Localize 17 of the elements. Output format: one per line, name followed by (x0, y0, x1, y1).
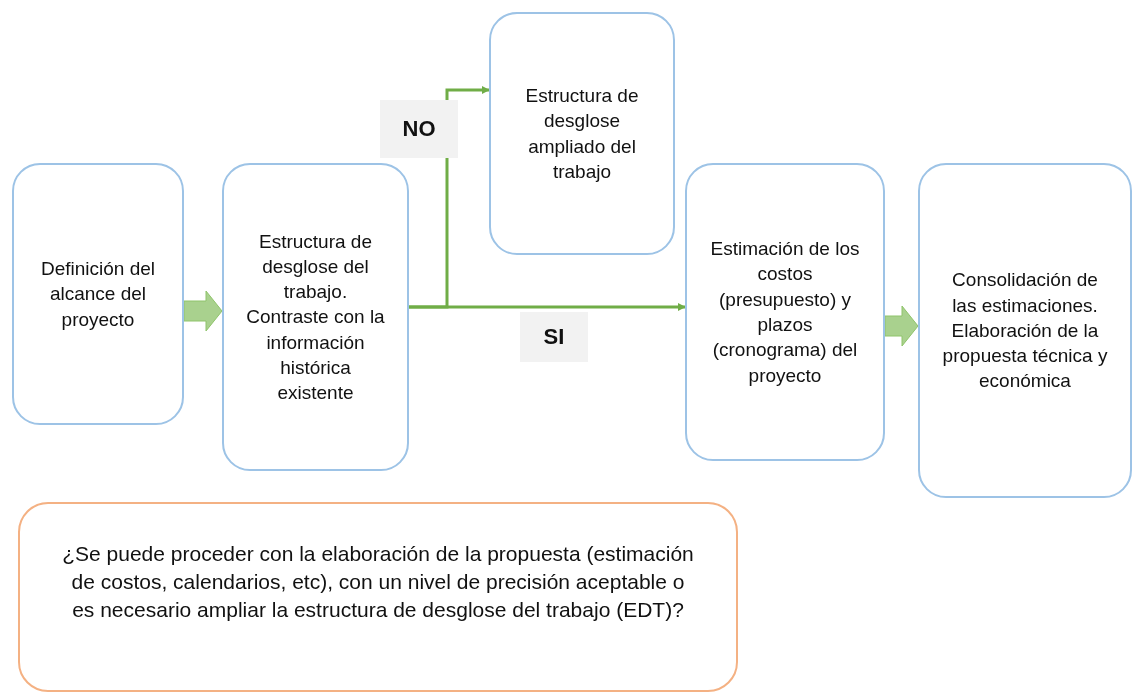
block-arrow (183, 290, 223, 332)
node-text: Estructura de desglose ampliado del trabajo (525, 83, 639, 184)
edge-label: SI (520, 312, 588, 362)
process-box (222, 163, 409, 471)
block-arrow (884, 305, 919, 347)
node-text: Definición del alcance del proyecto (39, 257, 157, 332)
arrow (409, 303, 686, 311)
node-text: Consolidación de las estimaciones. Elaboración de la propuesta técnica y económica (941, 268, 1109, 394)
node-text: Estimación de los costos (presupuesto) y plazos (cronograma) del proyecto (709, 237, 861, 388)
node-text: Estructura de desglose del trabajo. Contraste con la información histórica existente (246, 229, 385, 406)
question-text: ¿Se puede proceder con la elaboración de la propuesta (estimación de costos, calendarios, etc), con un nivel de precisión aceptable o es necesario ampliar la estructura de desglose del trabajo (EDT)? (61, 541, 695, 623)
process-box (12, 163, 184, 425)
process-box (918, 163, 1132, 498)
process-box (489, 12, 675, 255)
edge-label: NO (380, 100, 458, 158)
question-box (18, 502, 738, 692)
process-box (685, 163, 885, 461)
